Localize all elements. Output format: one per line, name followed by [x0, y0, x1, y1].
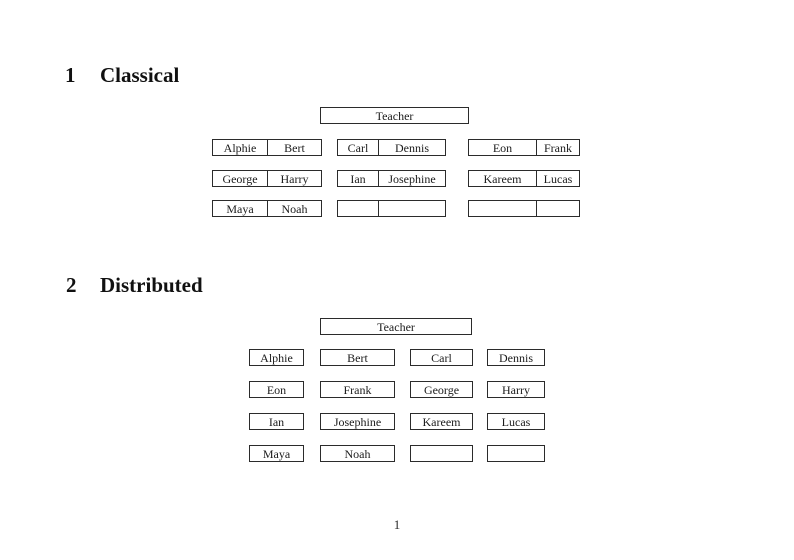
seat-cell: Frank [343, 382, 372, 397]
section-2-title: Distributed [100, 273, 203, 297]
distributed-seat: Kareem [410, 413, 473, 430]
seat-cell-empty [469, 201, 536, 216]
distributed-seat: George [410, 381, 473, 398]
seat-cell: Ian [268, 414, 285, 429]
seat-cell: Bert [267, 140, 321, 155]
distributed-seat: Eon [249, 381, 304, 398]
distributed-seat-empty [487, 445, 545, 462]
seat-cell: Frank [536, 140, 579, 155]
section-1-title: Classical [100, 63, 180, 87]
seat-cell: Alphie [260, 350, 293, 365]
seat-cell: Eon [492, 140, 513, 155]
distributed-seat: Ian [249, 413, 304, 430]
distributed-seat-empty [410, 445, 473, 462]
classical-desk: Ian Josephine [337, 170, 446, 187]
distributed-seat: Josephine [320, 413, 395, 430]
seat-cell: Dennis [499, 350, 533, 365]
seat-cell: Lucas [536, 171, 579, 186]
seat-cell: Carl [347, 140, 369, 155]
distributed-seat: Frank [320, 381, 395, 398]
seat-cell: Carl [431, 350, 452, 365]
seat-cell: Lucas [501, 414, 531, 429]
distributed-seat: Noah [320, 445, 395, 462]
classical-desk: Alphie Bert [212, 139, 322, 156]
seat-cell-empty [411, 446, 472, 461]
seat-cell: Kareem [483, 171, 522, 186]
classical-desk-empty [337, 200, 446, 217]
classical-desk-empty [468, 200, 580, 217]
seat-cell: Ian [350, 171, 366, 186]
distributed-seat: Carl [410, 349, 473, 366]
seat-cell: Eon [266, 382, 287, 397]
distributed-seat: Dennis [487, 349, 545, 366]
distributed-seat: Alphie [249, 349, 304, 366]
seat-cell: Noah [267, 201, 321, 216]
classical-desk: Eon Frank [468, 139, 580, 156]
distributed-teacher-box: Teacher [320, 318, 472, 335]
seat-cell: Bert [347, 350, 368, 365]
classical-teacher-box: Teacher [320, 107, 469, 124]
classical-desk: Maya Noah [212, 200, 322, 217]
distributed-seat: Bert [320, 349, 395, 366]
distributed-teacher-label: Teacher [377, 319, 415, 334]
seat-cell-empty [338, 201, 378, 216]
classical-desk: Kareem Lucas [468, 170, 580, 187]
seat-cell-empty [488, 446, 544, 461]
seat-cell: Noah [344, 446, 371, 461]
classical-teacher-label: Teacher [375, 108, 414, 123]
distributed-seat: Maya [249, 445, 304, 462]
seat-cell: George [222, 171, 258, 186]
page-number: 1 [393, 517, 401, 532]
seat-cell: Dennis [378, 140, 445, 155]
section-2-number: 2 [66, 273, 77, 297]
seat-cell: Alphie [223, 140, 257, 155]
distributed-seat: Lucas [487, 413, 545, 430]
seat-cell: Josephine [333, 414, 382, 429]
seat-cell: Harry [267, 171, 321, 186]
seat-cell: Josephine [378, 171, 445, 186]
classical-desk: George Harry [212, 170, 322, 187]
seat-cell: George [423, 382, 460, 397]
seat-cell: Kareem [422, 414, 461, 429]
classical-desk: Carl Dennis [337, 139, 446, 156]
seat-cell-empty [536, 201, 579, 216]
seat-cell: Maya [262, 446, 291, 461]
seat-cell-empty [378, 201, 445, 216]
section-1-number: 1 [65, 63, 76, 87]
seat-cell: Harry [502, 382, 530, 397]
seat-cell: Maya [226, 201, 254, 216]
distributed-seat: Harry [487, 381, 545, 398]
